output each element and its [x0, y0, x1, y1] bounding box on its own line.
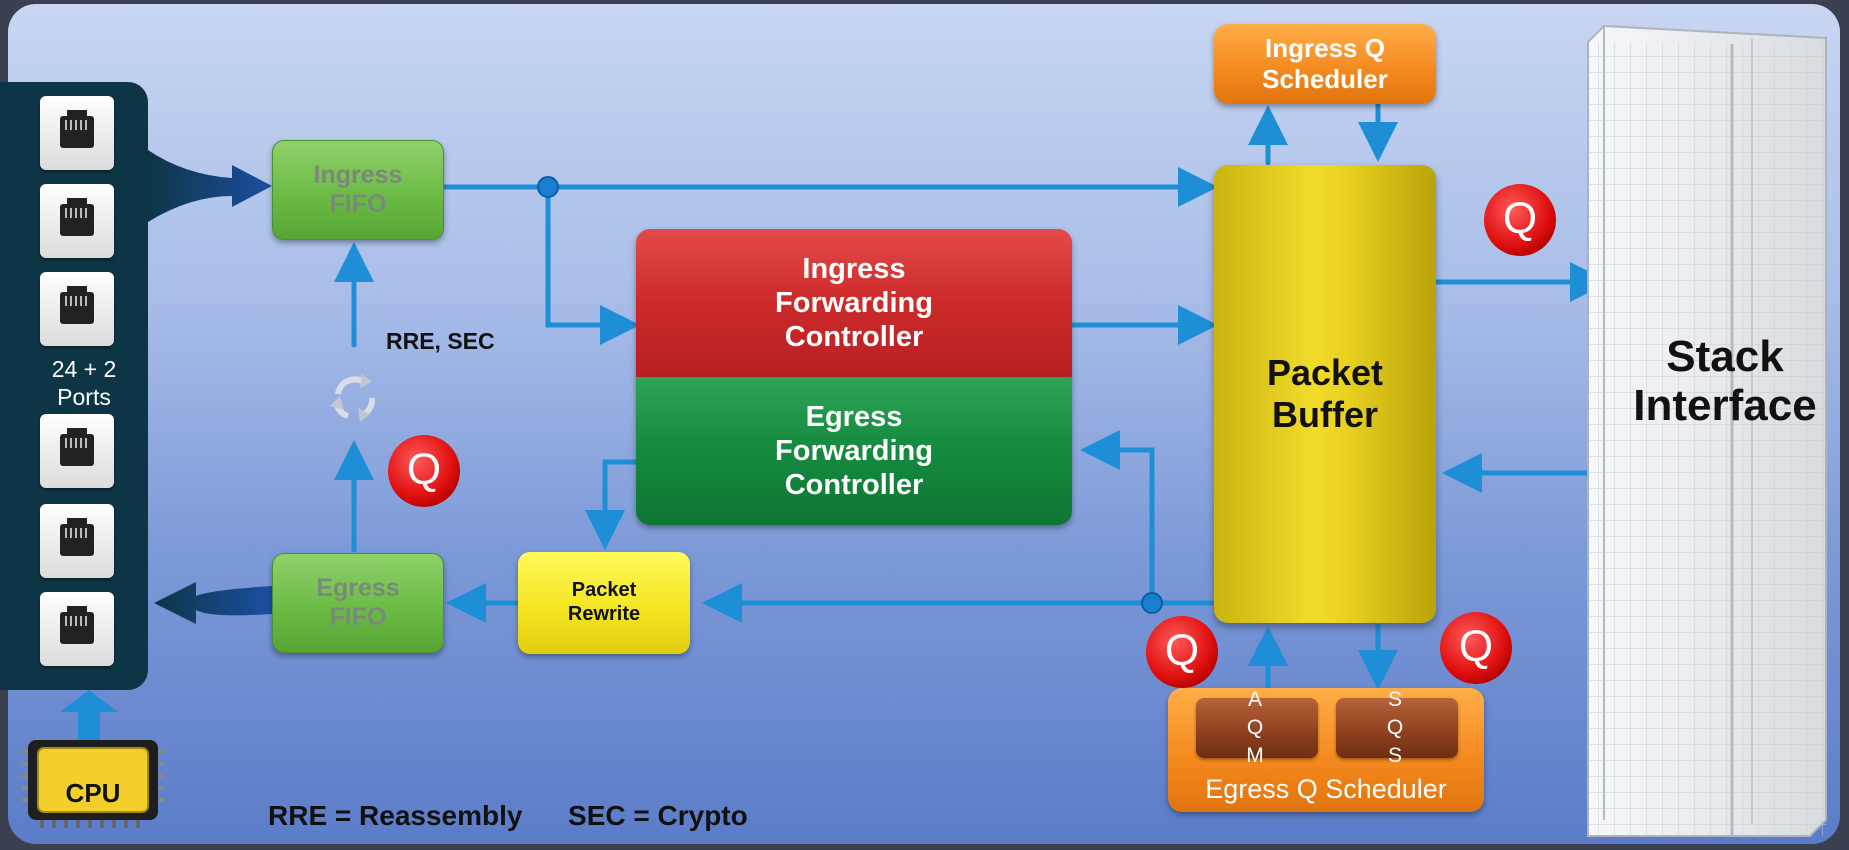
ingress-q-scheduler: Ingress Q Scheduler — [1214, 24, 1436, 104]
packet-rewrite: Packet Rewrite — [518, 552, 690, 654]
stack-grid-icon — [1582, 24, 1830, 840]
ingress-fifo-line1: Ingress — [313, 160, 403, 189]
q-badge-icon: Q — [1482, 182, 1558, 258]
egress-forwarding-controller: Egress Forwarding Controller — [636, 377, 1072, 525]
q-badge-icon: Q — [1438, 610, 1514, 686]
q-badge-label: Q — [1458, 622, 1494, 671]
legend-rre: RRE = Reassembly — [268, 800, 523, 831]
packet-buffer-line1: Packet — [1266, 351, 1384, 393]
aqm-block — [1196, 698, 1318, 758]
stack-interface-line2: Interface — [1633, 381, 1817, 431]
rj45-port-icon — [40, 592, 114, 666]
ports-to-ingress-fifo-arrow — [148, 150, 272, 222]
ingress-fifo-line2: FIFO — [329, 190, 387, 218]
egress-fifo-to-ports-arrow — [154, 582, 272, 624]
egress-q-scheduler-label: Egress Q Scheduler — [1205, 774, 1447, 805]
rj45-port-icon — [40, 504, 114, 578]
ingress-forwarding-line2: Forwarding — [775, 286, 933, 319]
cpu-label: CPU — [65, 778, 121, 808]
sqs-block — [1336, 698, 1458, 758]
junction-dot-ingress — [537, 176, 559, 198]
rre-sec-label: RRE, SEC — [386, 328, 495, 354]
packet-buffer-line2: Buffer — [1272, 394, 1378, 435]
ingress-fifo: Ingress FIFO — [272, 140, 444, 240]
stack-interface-label: Stack Interface — [1614, 332, 1836, 431]
egress-fifo-line1: Egress — [316, 573, 400, 602]
packet-buffer: Packet Buffer — [1214, 165, 1436, 623]
legend-sec: SEC = Crypto — [568, 800, 748, 831]
q-badge-label: Q — [1164, 626, 1200, 675]
rj45-port-icon — [40, 414, 114, 488]
ingress-forwarding-controller: Ingress Forwarding Controller — [636, 229, 1072, 377]
rj45-port-icon — [40, 96, 114, 170]
branch-to-ingress-forwarding-arrow — [545, 184, 640, 345]
aqm-label: A Q M — [1243, 686, 1267, 770]
stack-interface-line1: Stack — [1666, 332, 1784, 381]
sqs-label: S Q S — [1383, 686, 1407, 770]
rj45-port-icon — [40, 184, 114, 258]
cpu-chip-icon — [18, 736, 168, 832]
aqm-letter: M — [1246, 744, 1264, 767]
packet-rewrite-line2: Rewrite — [567, 603, 641, 625]
buffer-to-egress-forwarding-arrow — [1080, 430, 1155, 606]
egress-forwarding-line1: Egress — [805, 400, 903, 433]
ingress-q-scheduler-line2: Scheduler — [1262, 64, 1388, 94]
egress-forwarding-to-rewrite-arrow — [585, 459, 639, 550]
q-badge-label: Q — [1502, 194, 1538, 243]
port-panel — [0, 82, 148, 690]
ingress-forwarding-line1: Ingress — [802, 252, 906, 285]
recycle-icon — [326, 370, 382, 426]
ports-label-line1: 24 + 2 — [51, 356, 117, 382]
ports-label-line2: Ports — [57, 383, 111, 410]
sqs-letter: S — [1387, 688, 1402, 711]
ingress-q-scheduler-line1: Ingress Q — [1265, 33, 1385, 64]
egress-forwarding-line2: Forwarding — [775, 434, 933, 467]
egress-forwarding-line3: Controller — [784, 469, 924, 502]
sqs-letter: S — [1387, 744, 1402, 767]
aqm-letter: Q — [1246, 716, 1264, 739]
junction-dot-egress — [1141, 592, 1163, 614]
ingress-forwarding-line3: Controller — [784, 321, 924, 354]
aqm-letter: A — [1247, 688, 1262, 711]
q-badge-icon: Q — [386, 433, 462, 509]
legend: RRE = Reassembly SEC = Crypto — [268, 800, 748, 832]
rj45-port-icon — [40, 272, 114, 346]
egress-fifo-line2: FIFO — [329, 603, 387, 631]
cpu-to-ports-arrow — [60, 690, 118, 742]
packet-rewrite-line1: Packet — [571, 579, 637, 602]
q-badge-icon: Q — [1144, 614, 1220, 690]
q-badge-label: Q — [406, 445, 442, 494]
sqs-letter: Q — [1386, 716, 1404, 739]
ports-label: 24 + 2 Ports — [30, 356, 138, 411]
egress-fifo: Egress FIFO — [272, 553, 444, 653]
